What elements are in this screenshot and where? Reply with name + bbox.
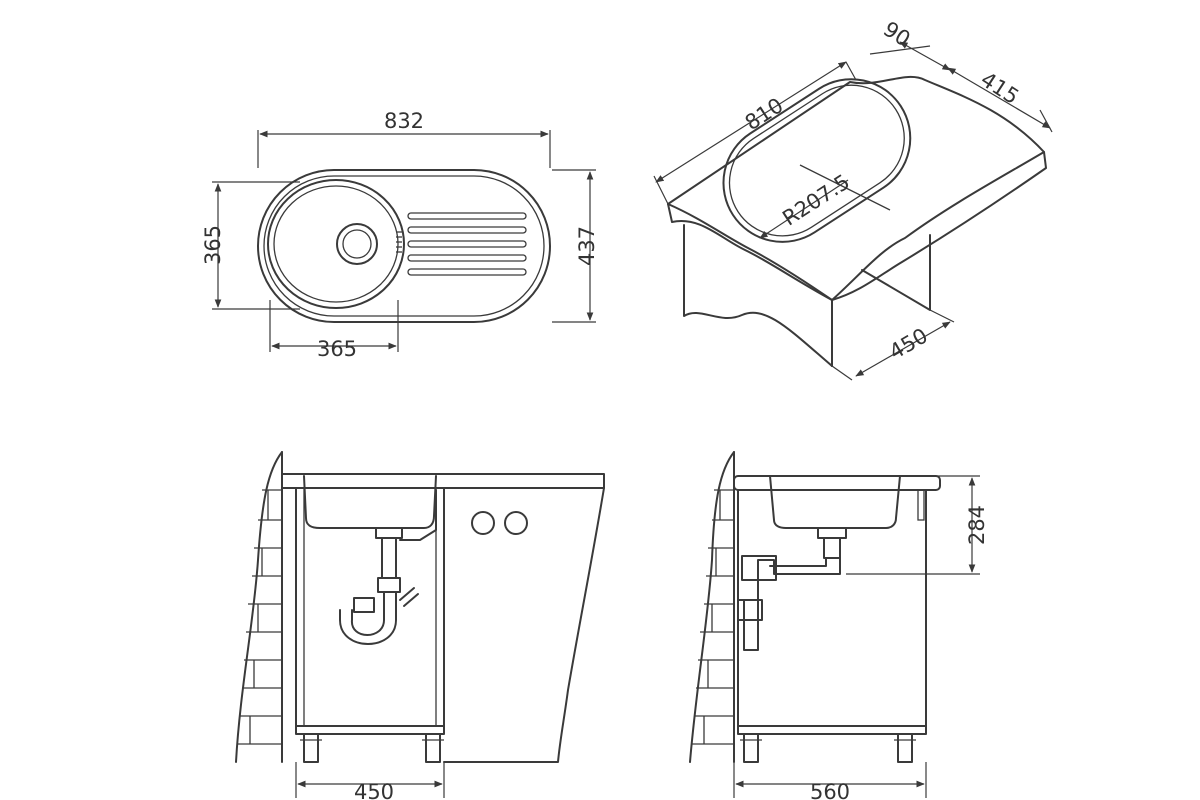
- dimension-bowl-depth: 365: [201, 181, 300, 310]
- side-cabinet-leg-left: [743, 733, 759, 763]
- sink-cutout: [722, 78, 912, 243]
- dim-label-side-560: 560: [810, 780, 850, 800]
- dim-label-iso-450: 450: [885, 324, 932, 365]
- sink-inner-rim: [263, 175, 545, 317]
- dim-label-90: 90: [879, 17, 914, 52]
- dimension-bowl-width: 365: [269, 300, 399, 361]
- overflow-slots: [396, 231, 402, 253]
- dimension-side-560: 560: [733, 762, 927, 800]
- round-bowl: [267, 179, 405, 309]
- brick-wall-left: [235, 451, 283, 763]
- control-knob-right: [504, 511, 528, 535]
- countertop-top: [667, 75, 1045, 301]
- control-knob-left: [471, 511, 495, 535]
- dim-label-365-vertical: 365: [201, 225, 225, 265]
- dimension-iso-415: 415: [947, 67, 1053, 133]
- dimension-overall-length: 832: [257, 109, 551, 168]
- dim-label-365-horizontal: 365: [317, 337, 357, 361]
- sink-outline: [257, 169, 551, 323]
- dim-label-side-284: 284: [965, 505, 989, 545]
- front-view: 450: [235, 451, 605, 800]
- countertop: [281, 473, 605, 489]
- drainer-ribs: [407, 212, 527, 276]
- brick-wall-side: [689, 451, 735, 763]
- cabinet-leg-right: [425, 733, 441, 763]
- side-drain-pipe: [737, 527, 847, 651]
- drain-outer: [336, 223, 378, 265]
- dimension-front-450: 450: [295, 762, 445, 800]
- drain-pipe: [339, 489, 437, 645]
- dim-label-front-450: 450: [354, 780, 394, 800]
- side-sink-bowl: [769, 475, 901, 529]
- side-view: 560 284: [689, 451, 989, 800]
- cabinet-inner: [303, 487, 437, 727]
- cabinet-front-face: [683, 224, 833, 367]
- dimension-iso-radius: R207.5: [759, 170, 854, 239]
- side-cabinet-leg-right: [897, 733, 913, 763]
- round-bowl-inner: [273, 185, 399, 303]
- dimension-overall-depth: 437: [552, 169, 599, 323]
- cabinet-leg-left: [303, 733, 319, 763]
- adjacent-cabinet: [443, 487, 605, 763]
- cabinet-side-face: [831, 234, 931, 367]
- dimension-side-284: 284: [846, 475, 989, 575]
- dimension-iso-450: 450: [831, 309, 955, 381]
- dim-label-415: 415: [976, 67, 1023, 109]
- dim-label-radius: R207.5: [778, 170, 854, 231]
- side-countertop: [733, 475, 941, 491]
- top-view: 832 437 365 365: [201, 109, 599, 361]
- dim-label-437: 437: [575, 226, 599, 266]
- dim-label-832: 832: [384, 109, 424, 133]
- dimension-iso-90: 90: [869, 17, 951, 71]
- drain-inner: [342, 229, 372, 259]
- side-cabinet-body: [737, 489, 927, 735]
- isometric-view: 90 415 810 R207.5 450: [653, 17, 1053, 381]
- sink-bowl: [303, 475, 437, 529]
- sink-cutout-inner: [728, 84, 905, 237]
